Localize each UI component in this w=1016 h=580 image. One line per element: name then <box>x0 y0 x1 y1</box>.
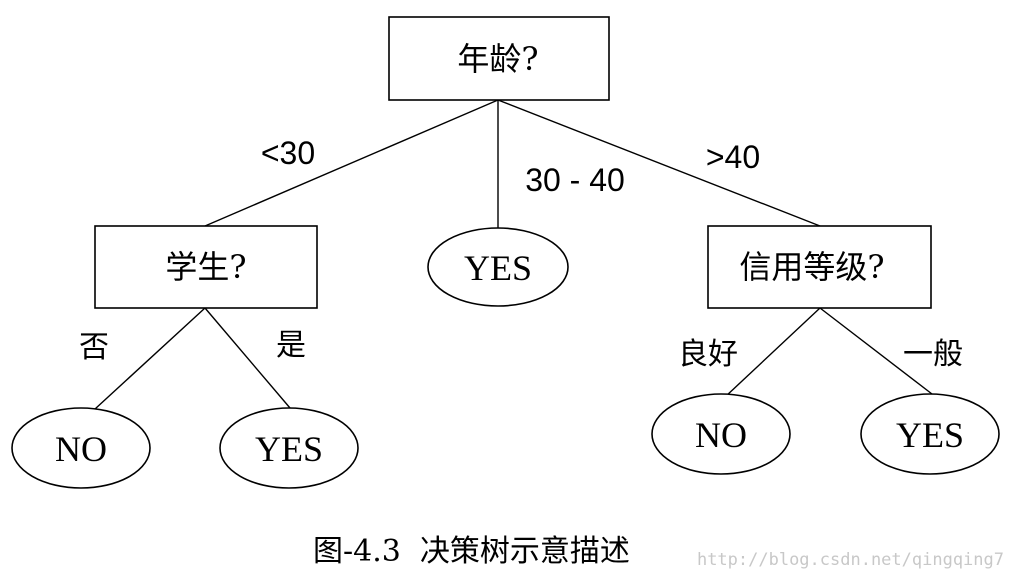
middle-yes-leaf-label: YES <box>464 248 532 288</box>
watermark: http://blog.csdn.net/qingqing7 <box>697 550 1004 570</box>
edge-student-to-no <box>94 307 206 410</box>
student-yes-leaf-ellipse <box>219 407 359 489</box>
root-node-label: 年龄? <box>457 40 538 78</box>
student-yes-leaf-label: YES <box>255 429 323 469</box>
edge-root-to-credit <box>497 99 821 227</box>
credit-node-box <box>707 225 932 309</box>
credit-no-leaf-label: NO <box>695 415 747 455</box>
edge-label-gt40: >40 <box>706 139 760 175</box>
student-node-label: 学生? <box>165 248 246 286</box>
edge-label-no: 否 <box>79 330 109 365</box>
root-node-box <box>388 16 610 101</box>
edge-credit-to-no <box>724 307 821 398</box>
root-node: 年龄? <box>388 16 610 101</box>
edge-label-good: 良好 <box>678 337 738 372</box>
edge-student-to-yes <box>204 307 291 409</box>
student-no-leaf: NO <box>11 407 151 489</box>
student-yes-leaf: YES <box>219 407 359 489</box>
edge-root-to-student <box>204 99 499 227</box>
credit-node-label: 信用等级? <box>739 248 884 286</box>
student-node-box <box>94 225 318 309</box>
credit-yes-leaf-label: YES <box>896 415 964 455</box>
credit-node: 信用等级? <box>707 225 932 309</box>
student-node: 学生? <box>94 225 318 309</box>
edge-label-fair: 一般 <box>903 337 963 372</box>
edge-credit-to-yes <box>819 307 933 395</box>
student-no-leaf-label: NO <box>55 429 107 469</box>
credit-yes-leaf-ellipse <box>860 393 1000 475</box>
student-no-leaf-ellipse <box>11 407 151 489</box>
middle-yes-leaf: YES <box>427 227 569 307</box>
edge-label-yes: 是 <box>276 328 306 363</box>
credit-no-leaf-ellipse <box>651 393 791 475</box>
edge-label-lt30: <30 <box>261 135 315 171</box>
tree-edges <box>94 99 933 410</box>
credit-yes-leaf: YES <box>860 393 1000 475</box>
credit-no-leaf: NO <box>651 393 791 475</box>
middle-yes-leaf-ellipse <box>427 227 569 307</box>
figure-caption: 图-4.3 决策树示意描述 <box>313 534 630 569</box>
edge-label-30-40: 30 - 40 <box>525 162 625 198</box>
